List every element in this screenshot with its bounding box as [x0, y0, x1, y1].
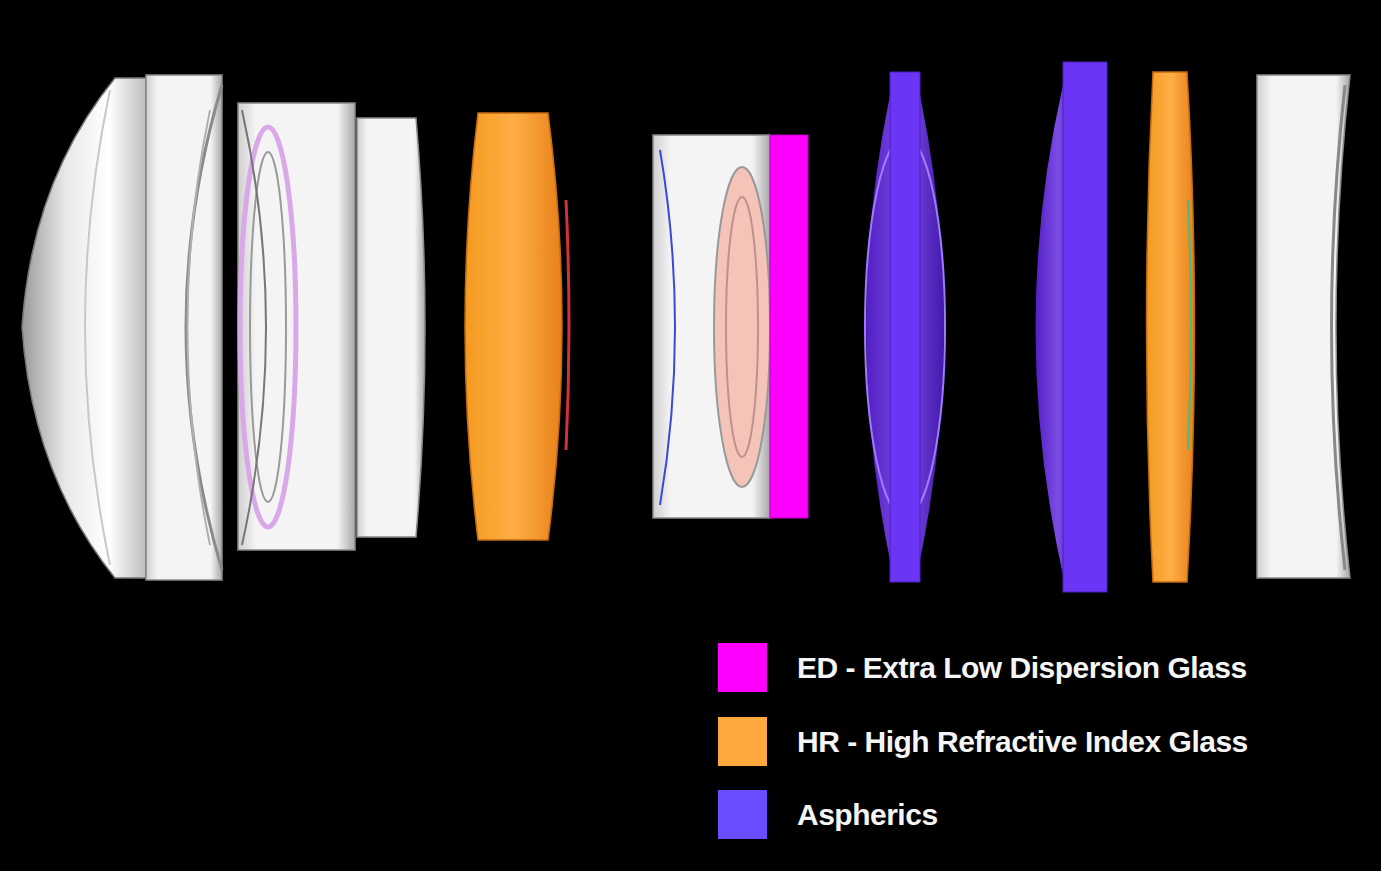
cemented-lens-element	[653, 135, 808, 518]
legend-text: Aspherics	[797, 790, 938, 839]
legend-swatch	[718, 790, 767, 839]
legend-text: ED - Extra Low Dispersion Glass	[797, 643, 1247, 692]
aspheric-lens-element	[865, 72, 945, 582]
legend-swatch	[718, 717, 767, 766]
legend-row: HR - High Refractive Index Glass	[718, 717, 1248, 766]
legend-row: Aspherics	[718, 790, 938, 839]
lens-element	[357, 118, 425, 537]
lens-element	[238, 103, 355, 550]
lens-element	[1257, 75, 1350, 578]
legend-swatch	[718, 643, 767, 692]
aspheric-lens-element	[1036, 62, 1108, 592]
hr-lens-element	[465, 113, 569, 540]
legend-row: ED - Extra Low Dispersion Glass	[718, 643, 1247, 692]
lens-element	[22, 75, 222, 580]
legend-text: HR - High Refractive Index Glass	[797, 717, 1248, 766]
hr-lens-element	[1147, 72, 1195, 582]
